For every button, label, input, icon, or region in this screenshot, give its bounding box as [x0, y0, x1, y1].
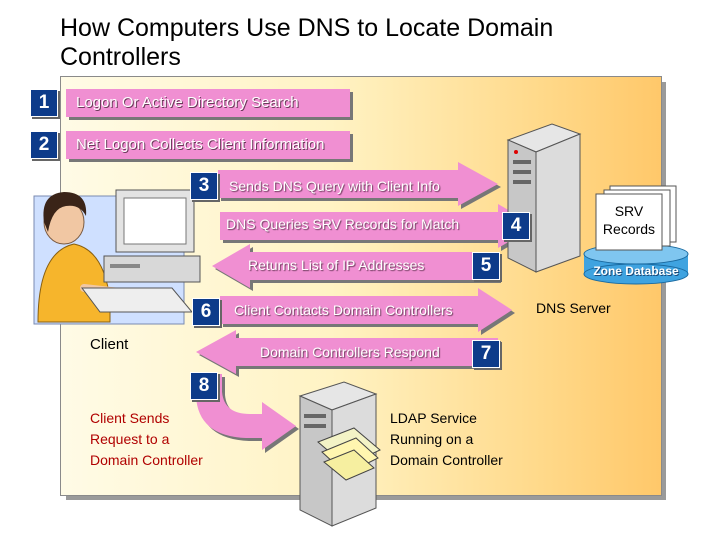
srv-records-line-1: SRV — [614, 203, 644, 219]
page-title: How Computers Use DNS to Locate Domain C… — [60, 14, 554, 71]
dns-server-label: DNS Server — [536, 300, 611, 316]
srv-records-icon — [595, 185, 677, 251]
step-8-label: Client Sends Request to a Domain Control… — [90, 408, 250, 471]
step-4-label: DNS Queries SRV Records for Match — [226, 216, 460, 232]
arrow-step-5 — [212, 244, 498, 288]
arrow-step-7 — [196, 330, 498, 374]
arrow-step-4 — [220, 204, 536, 248]
step-8-line-1: Client Sends — [90, 410, 170, 426]
client-computer-icon — [81, 189, 201, 313]
step-1-badge: 1 — [30, 89, 58, 117]
step-4-badge: 4 — [502, 212, 530, 240]
step-2-badge: 2 — [30, 131, 58, 159]
step-5-label: Returns List of IP Addresses — [248, 257, 425, 273]
zone-database-label: Zone Database — [593, 264, 679, 278]
step-6-badge: 6 — [192, 298, 220, 326]
step-8-line-3: Domain Controller — [90, 452, 203, 468]
step-6-label: Client Contacts Domain Controllers — [234, 302, 453, 318]
step-7-badge: 7 — [472, 340, 500, 368]
ldap-line-1: LDAP Service — [390, 410, 477, 426]
dns-server-icon — [506, 123, 582, 273]
srv-records-label: SRV Records — [596, 202, 662, 238]
step-3-badge: 3 — [190, 172, 218, 200]
ldap-service-label: LDAP Service Running on a Domain Control… — [390, 408, 550, 471]
step-1-bar: Logon Or Active Directory Search — [66, 89, 350, 117]
domain-controller-icon — [298, 381, 381, 527]
arrow-step-6 — [220, 288, 512, 332]
arrow-step-3 — [218, 162, 498, 206]
srv-records-line-2: Records — [602, 221, 656, 237]
step-7-label: Domain Controllers Respond — [260, 344, 440, 360]
ldap-line-2: Running on a — [390, 431, 474, 447]
step-3-label: Sends DNS Query with Client Info — [229, 178, 440, 194]
step-8-line-2: Request to a — [90, 431, 170, 447]
ldap-line-3: Domain Controller — [390, 452, 503, 468]
step-2-bar: Net Logon Collects Client Information — [66, 131, 350, 159]
client-label: Client — [90, 336, 129, 353]
step-5-badge: 5 — [472, 252, 500, 280]
step-8-badge: 8 — [190, 372, 218, 400]
arrow-step-8 — [196, 374, 296, 450]
